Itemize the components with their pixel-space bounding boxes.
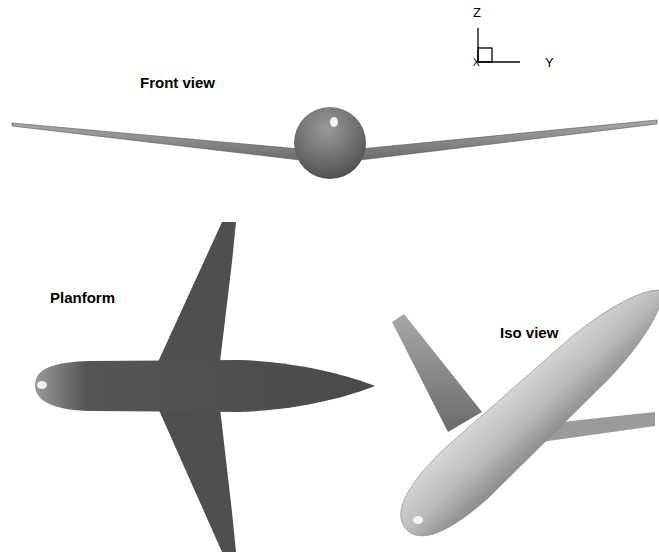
iso-view-figure (384, 266, 659, 552)
axis-label: Y (545, 56, 554, 69)
front-view-figure (12, 107, 657, 179)
axis-label: X (473, 58, 480, 68)
view-label: Front view (140, 75, 215, 90)
axis-triad (478, 28, 520, 62)
view-label: Iso view (500, 325, 558, 340)
view-label: Planform (50, 290, 115, 305)
planform-figure (35, 222, 375, 552)
axis-label: Z (473, 6, 481, 19)
